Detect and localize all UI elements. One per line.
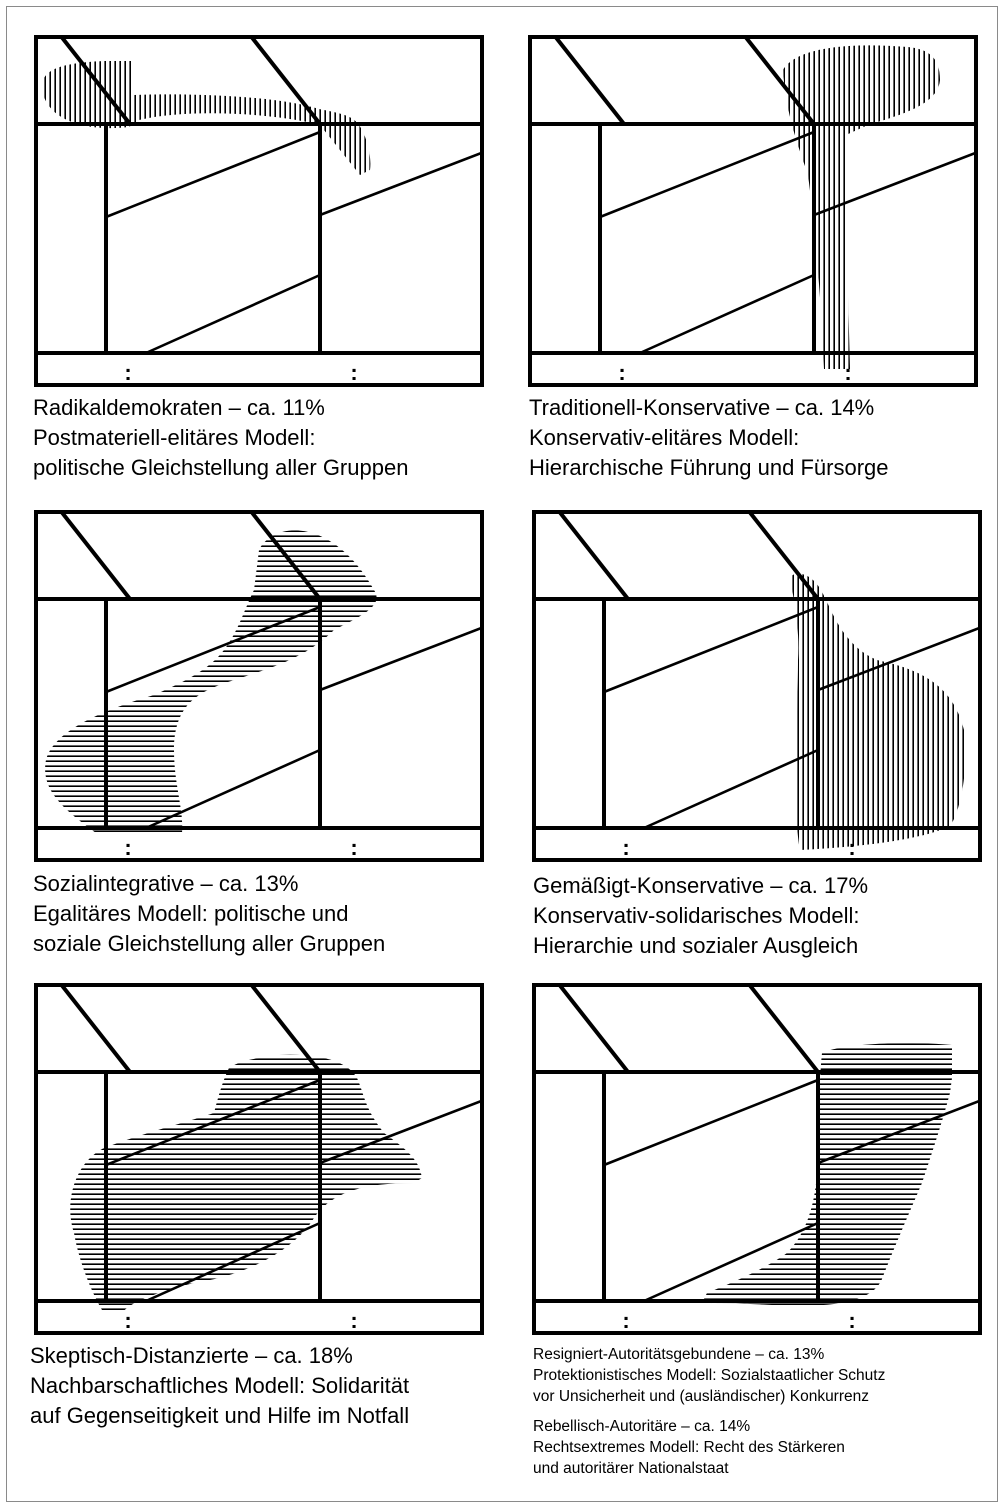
diagram-radikaldemokraten: :: [34,35,484,387]
diagram-resigniert-rebellisch: :: [532,983,982,1335]
caption2-model: Rechtsextremes Modell: Recht des Stärker… [533,1437,885,1458]
caption-description: soziale Gleichstellung aller Gruppen [33,929,385,959]
diagram-sozialintegrative: :: [34,510,484,862]
caption-model: Konservativ-solidarisches Modell: [533,901,868,931]
caption-radikaldemokraten: Radikaldemokraten – ca. 11% Postmateriel… [33,393,408,483]
tick-right: : [844,360,851,385]
caption-description: Hierarchische Führung und Fürsorge [529,453,889,483]
caption-description: vor Unsicherheit und (ausländischer) Kon… [533,1386,885,1407]
caption-model: Postmateriell-elitäres Modell: [33,423,408,453]
caption-model: Egalitäres Modell: politische und [33,899,385,929]
tick-right: : [350,835,357,860]
caption-sozialintegrative: Sozialintegrative – ca. 13% Egalitäres M… [33,869,385,959]
caption-title: Gemäßigt-Konservative – ca. 17% [533,871,868,901]
tick-left: : [124,360,131,385]
tick-right: : [848,835,855,860]
tick-left: : [622,835,629,860]
caption-resigniert-rebellisch: Resigniert-Autoritätsgebundene – ca. 13%… [533,1344,885,1479]
tick-left: : [124,835,131,860]
diagram-traditionell-konservative: :: [528,35,978,387]
caption2-title: Rebellisch-Autoritäre – ca. 14% [533,1416,885,1437]
caption-gemaessigt-konservative: Gemäßigt-Konservative – ca. 17% Konserva… [533,871,868,961]
caption2-description: und autoritärer Nationalstaat [533,1458,885,1479]
tick-left: : [124,1308,131,1333]
tick-right: : [848,1308,855,1333]
tick-right: : [350,1308,357,1333]
tick-right: : [350,360,357,385]
caption-traditionell-konservative: Traditionell-Konservative – ca. 14% Kons… [529,393,889,483]
caption-description: Hierarchie und sozialer Ausgleich [533,931,868,961]
caption-model: Protektionistisches Modell: Sozialstaatl… [533,1365,885,1386]
caption-title: Radikaldemokraten – ca. 11% [33,393,408,423]
diagram-gemaessigt-konservative: :: [532,510,982,862]
diagram-skeptisch-distanzierte: :: [34,983,484,1335]
caption-title: Skeptisch-Distanzierte – ca. 18% [30,1341,409,1371]
caption-description: politische Gleichstellung aller Gruppen [33,453,408,483]
caption-description: auf Gegenseitigkeit und Hilfe im Notfall [30,1401,409,1431]
caption-model: Konservativ-elitäres Modell: [529,423,889,453]
caption-skeptisch-distanzierte: Skeptisch-Distanzierte – ca. 18% Nachbar… [30,1341,409,1431]
caption-title: Traditionell-Konservative – ca. 14% [529,393,889,423]
caption-title: Sozialintegrative – ca. 13% [33,869,385,899]
caption-model: Nachbarschaftliches Modell: Solidarität [30,1371,409,1401]
tick-left: : [618,360,625,385]
caption-title: Resigniert-Autoritätsgebundene – ca. 13% [533,1344,885,1365]
tick-left: : [622,1308,629,1333]
